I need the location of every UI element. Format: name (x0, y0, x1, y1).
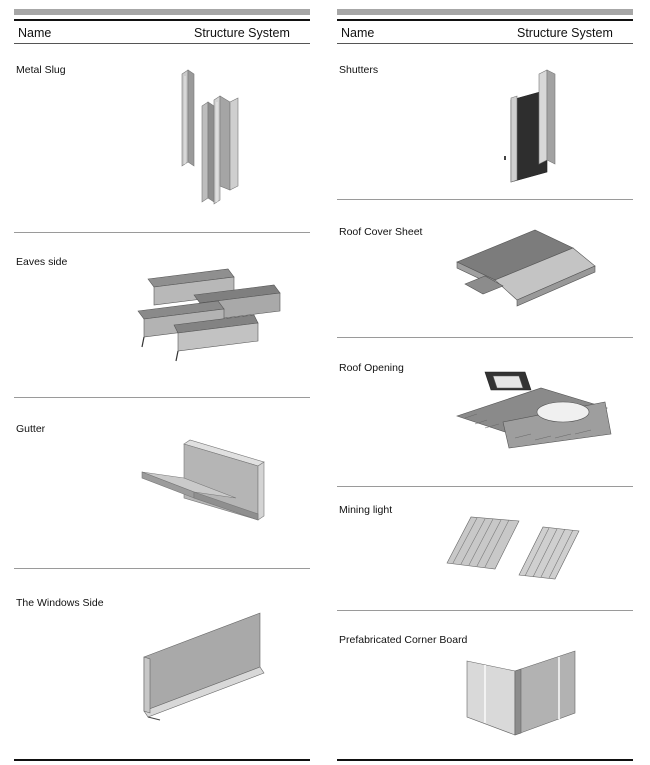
table-header: Name Structure System (337, 26, 633, 42)
item-label: Roof Opening (339, 362, 404, 374)
table-header: Name Structure System (14, 26, 310, 42)
table-row: Prefabricated Corner Board (337, 611, 633, 759)
header-rule (14, 43, 310, 44)
row-divider (337, 610, 633, 611)
table-row: The Windows Side (14, 569, 310, 759)
shutters-image (504, 69, 556, 183)
table-row: Roof Opening (337, 338, 633, 486)
structure-column-header: Structure System (517, 26, 613, 40)
table-row: Gutter (14, 398, 310, 568)
right-column: Name Structure System Shutters Roof Cove… (337, 0, 633, 765)
item-label: Roof Cover Sheet (339, 226, 423, 238)
top-bar (337, 9, 633, 15)
top-rule (14, 19, 310, 21)
gutter-image (141, 439, 265, 521)
table-row: Eaves side (14, 233, 310, 397)
item-label: The Windows Side (16, 597, 104, 609)
row-divider (337, 199, 633, 200)
roof-opening-image (456, 371, 612, 449)
windows-side-image (143, 612, 265, 721)
prefabricated-corner-board-image (466, 650, 576, 736)
metal-slug-image (181, 69, 239, 205)
name-column-header: Name (18, 26, 52, 40)
bottom-rule (14, 759, 310, 761)
row-divider (14, 568, 310, 569)
header-rule (337, 43, 633, 44)
roof-cover-sheet-image (456, 229, 596, 307)
table-row: Mining light (337, 487, 633, 610)
table-row: Roof Cover Sheet (337, 200, 633, 337)
item-label: Eaves side (16, 256, 68, 268)
name-column-header: Name (341, 26, 375, 40)
item-label: Gutter (16, 423, 46, 435)
structure-column-header: Structure System (194, 26, 290, 40)
item-label: Mining light (339, 504, 393, 516)
item-label: Prefabricated Corner Board (339, 634, 468, 646)
table-row: Shutters (337, 44, 633, 199)
bottom-rule (337, 759, 633, 761)
row-divider (14, 232, 310, 233)
top-bar (14, 9, 310, 15)
mining-light-image (446, 516, 580, 580)
item-label: Shutters (339, 64, 379, 76)
row-divider (337, 337, 633, 338)
row-divider (14, 397, 310, 398)
row-divider (337, 486, 633, 487)
left-column: Name Structure System Metal Slug Eaves s… (14, 0, 310, 765)
item-label: Metal Slug (16, 64, 66, 76)
table-row: Metal Slug (14, 44, 310, 232)
eaves-side-image (137, 268, 281, 362)
top-rule (337, 19, 633, 21)
